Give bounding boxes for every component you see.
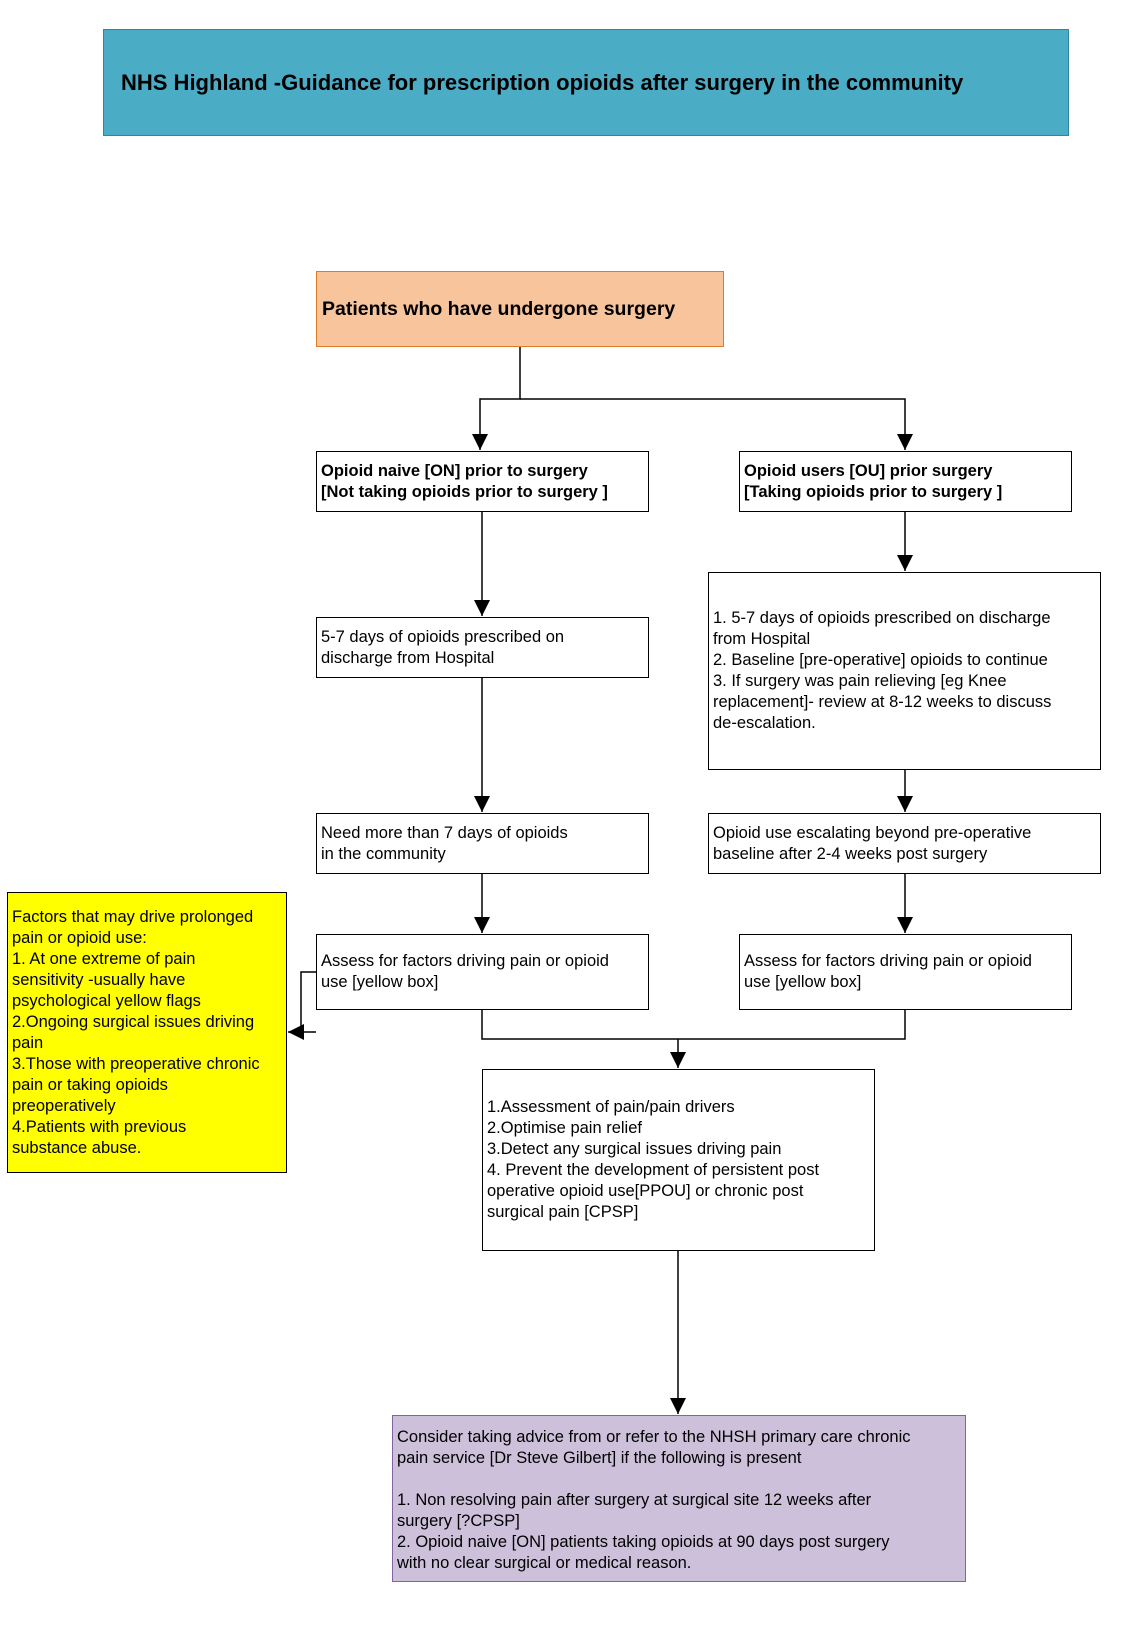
users-plan-line: 1. 5-7 days of opioids prescribed on dis… [713, 609, 1051, 627]
users-plan-line: replacement]- review at 8-12 weeks to di… [713, 693, 1052, 711]
users-escalating-node: Opioid use escalating beyond pre-operati… [708, 813, 1101, 874]
users-escalating-line: Opioid use escalating beyond pre-operati… [713, 823, 1032, 842]
factors-line: pain [12, 1033, 44, 1052]
factors-line: Factors that may drive prolonged [12, 907, 254, 926]
page-title: NHS Highland -Guidance for prescription … [103, 29, 1069, 136]
refer-node: Consider taking advice from or refer to … [392, 1415, 966, 1582]
opioid-naive-heading-line: Opioid naive [ON] prior to surgery [321, 461, 588, 480]
factors-line: 2.Ongoing surgical issues driving [12, 1012, 255, 1031]
actions-line: 1.Assessment of pain/pain drivers [487, 1098, 735, 1116]
naive-need-more-line: in the community [321, 844, 446, 863]
factors-line: sensitivity -usually have [12, 970, 186, 989]
opioid-users-node: Opioid users [OU] prior surgery [Taking … [739, 451, 1072, 512]
naive-discharge-node: 5-7 days of opioids prescribed on discha… [316, 617, 649, 678]
refer-line [397, 1469, 961, 1490]
refer-line: 2. Opioid naive [ON] patients taking opi… [397, 1533, 890, 1551]
users-plan-line: 3. If surgery was pain relieving [eg Kne… [713, 672, 1007, 690]
users-plan-line: 2. Baseline [pre-operative] opioids to c… [713, 651, 1048, 669]
factors-line: 3.Those with preoperative chronic [12, 1054, 260, 1073]
start-node: Patients who have undergone surgery [316, 271, 724, 347]
users-assess-node: Assess for factors driving pain or opioi… [739, 934, 1072, 1010]
connector-merge [481, 1010, 906, 1040]
actions-line: surgical pain [CPSP] [487, 1203, 639, 1221]
connector-start-split [472, 347, 521, 450]
opioid-users-heading-line: [Taking opioids prior to surgery ] [744, 482, 1003, 501]
actions-line: operative opioid use[PPOU] or chronic po… [487, 1182, 804, 1200]
users-assess-line: use [yellow box] [744, 973, 862, 991]
connector-start-users [520, 398, 913, 450]
factors-line: psychological yellow flags [12, 991, 201, 1010]
naive-assess-line: Assess for factors driving pain or opioi… [321, 952, 609, 970]
refer-line: pain service [Dr Steve Gilbert] if the f… [397, 1449, 802, 1467]
naive-need-more-node: Need more than 7 days of opioids in the … [316, 813, 649, 874]
factors-line: 4.Patients with previous [12, 1117, 187, 1136]
opioid-naive-heading-line: [Not taking opioids prior to surgery ] [321, 482, 608, 501]
refer-line: 1. Non resolving pain after surgery at s… [397, 1491, 872, 1509]
users-plan-node: 1. 5-7 days of opioids prescribed on dis… [708, 572, 1101, 770]
start-text: Patients who have undergone surgery [322, 297, 676, 320]
opioid-users-heading-line: Opioid users [OU] prior surgery [744, 461, 993, 480]
naive-discharge-line: discharge from Hospital [321, 648, 495, 667]
users-plan-line: from Hospital [713, 630, 811, 648]
factors-line: preoperatively [12, 1096, 116, 1115]
refer-line: surgery [?CPSP] [397, 1512, 520, 1530]
actions-line: 2.Optimise pain relief [487, 1119, 642, 1137]
factors-line: pain or taking opioids [12, 1075, 168, 1094]
naive-need-more-line: Need more than 7 days of opioids [321, 823, 568, 842]
factors-yellow-box: Factors that may drive prolonged pain or… [7, 892, 287, 1173]
title-text: NHS Highland -Guidance for prescription … [121, 69, 964, 95]
opioid-naive-node: Opioid naive [ON] prior to surgery [Not … [316, 451, 649, 512]
factors-line: substance abuse. [12, 1138, 142, 1157]
naive-discharge-line: 5-7 days of opioids prescribed on [321, 627, 565, 646]
refer-line: Consider taking advice from or refer to … [397, 1428, 911, 1446]
factors-line: 1. At one extreme of pain [12, 949, 196, 968]
users-plan-line: de-escalation. [713, 714, 816, 732]
factors-line: pain or opioid use: [12, 928, 147, 947]
connector-assess-factors [300, 971, 316, 1032]
actions-node: 1.Assessment of pain/pain drivers 2.Opti… [482, 1069, 875, 1251]
actions-line: 4. Prevent the development of persistent… [487, 1161, 820, 1179]
naive-assess-node: Assess for factors driving pain or opioi… [316, 934, 649, 1010]
naive-assess-line: use [yellow box] [321, 973, 439, 991]
actions-line: 3.Detect any surgical issues driving pai… [487, 1140, 782, 1158]
users-assess-line: Assess for factors driving pain or opioi… [744, 952, 1032, 970]
users-escalating-line: baseline after 2-4 weeks post surgery [713, 844, 988, 863]
refer-line: with no clear surgical or medical reason… [397, 1554, 692, 1572]
